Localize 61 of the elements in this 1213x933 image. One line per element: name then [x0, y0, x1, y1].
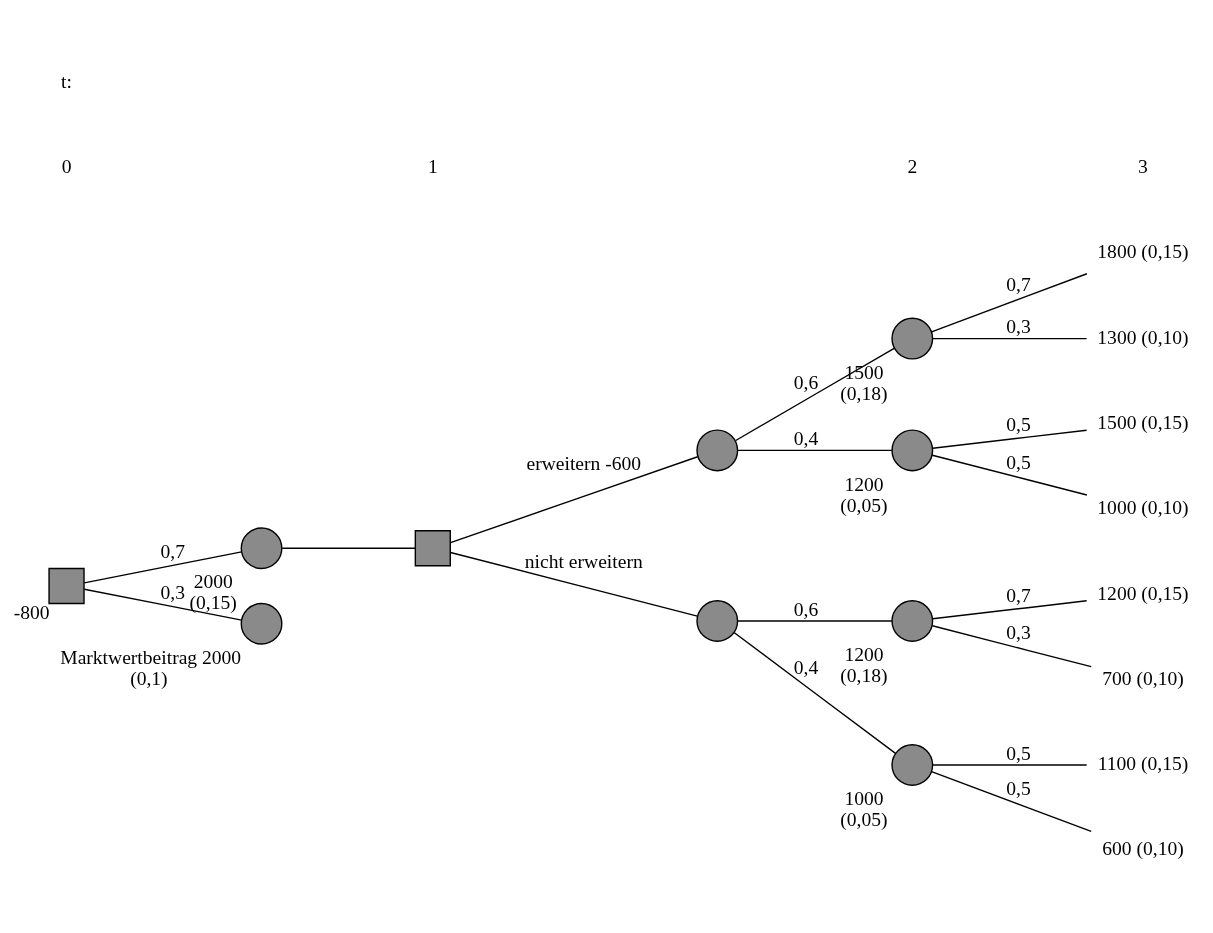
edge-label: 0,7: [1006, 274, 1031, 296]
edge-label: 0,5: [1006, 414, 1031, 436]
connector: [83, 588, 243, 621]
edge-label: 0,5: [1006, 777, 1031, 799]
label: 1: [427, 156, 438, 178]
label: 3: [1138, 156, 1148, 178]
node-circle: [696, 429, 739, 472]
node-text: 600 (0,10): [1102, 838, 1184, 860]
edge-label: 0,5: [1006, 451, 1031, 473]
node-text: 1000 (0,10): [1097, 497, 1189, 519]
connector: [931, 625, 1092, 668]
connector: [932, 764, 1088, 766]
node-circle: [891, 744, 934, 786]
node-circle: [240, 527, 283, 570]
node-text: 1200 (0,15): [1097, 582, 1189, 604]
label: 2: [907, 156, 918, 178]
edge-label: 0,4: [793, 428, 819, 450]
connector: [449, 551, 698, 617]
connector: [737, 449, 893, 452]
connector: [281, 547, 416, 549]
connector: [930, 273, 1088, 333]
node-label: 1200 (0,18): [840, 644, 888, 687]
node-label: -800: [13, 602, 50, 624]
connector: [83, 551, 243, 584]
connector: [932, 429, 1088, 449]
edge-label: 0,3: [1006, 622, 1031, 644]
node-label: Marktwertbeitrag 2000 (0,1): [60, 646, 242, 689]
node-circle: [891, 317, 934, 360]
edge-label: 0,6: [793, 598, 819, 620]
node-text: 1300 (0,10): [1097, 326, 1189, 348]
node-label: 1000 (0,05): [840, 788, 888, 831]
node-label: 2000 (0,15): [189, 571, 237, 614]
connector: [932, 337, 1088, 340]
edge-label: 0,3: [160, 581, 185, 603]
connector: [931, 454, 1088, 496]
node-text: 700 (0,10): [1102, 667, 1184, 689]
edge-label: 0,7: [1006, 584, 1031, 606]
node-box: [48, 567, 85, 605]
edge-label: erweitern -600: [526, 453, 642, 475]
connector: [930, 770, 1092, 833]
node-box: [414, 530, 451, 567]
node-text: 1100 (0,15): [1097, 753, 1189, 775]
connector: [932, 600, 1088, 620]
connector: [449, 456, 699, 544]
node-circle: [696, 600, 739, 642]
node-text: 1800 (0,15): [1097, 241, 1189, 263]
edge-label: 0,4: [793, 657, 819, 679]
label: 0: [61, 156, 72, 178]
edge-label: 0,5: [1006, 742, 1031, 764]
node-text: 1500 (0,15): [1097, 412, 1189, 434]
node-circle: [240, 602, 283, 645]
connector: [733, 632, 897, 755]
connector: [737, 620, 893, 622]
edge-label: 0,7: [160, 541, 185, 563]
edge-label: 0,6: [793, 372, 819, 394]
edge-label: 0,3: [1006, 316, 1031, 338]
node-label: 1200 (0,05): [840, 473, 888, 516]
node-circle: [891, 600, 934, 642]
node-circle: [891, 429, 934, 472]
edge-label: nicht erweitern: [524, 551, 643, 573]
label: t:: [61, 70, 72, 92]
